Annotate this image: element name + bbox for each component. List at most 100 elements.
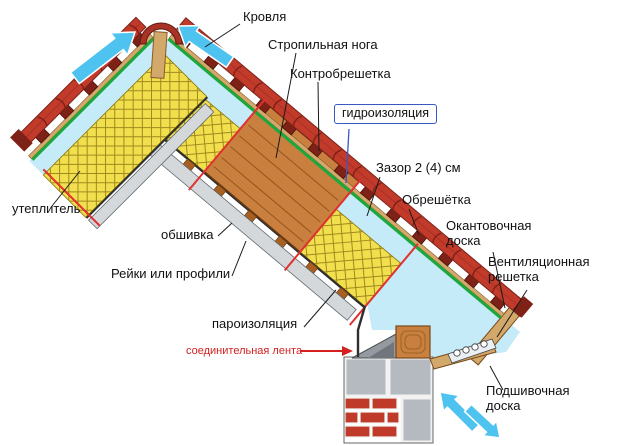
brick: [344, 425, 371, 438]
tile-step: [432, 232, 442, 244]
tile-end-cap: [10, 128, 33, 152]
label-air-gap: Зазор 2 (4) см: [376, 160, 461, 175]
leader-vent-grille: [496, 289, 528, 338]
hatch-line: [118, 99, 204, 101]
tile-step: [252, 82, 263, 93]
section-cut-line: [349, 243, 419, 326]
hatch-line: [63, 154, 148, 156]
tile-step: [312, 132, 322, 144]
brick: [344, 411, 359, 424]
leader-insulation: [51, 170, 81, 207]
hatch-line: [44, 173, 130, 175]
brick: [359, 411, 386, 424]
label-lining: обшивка: [161, 227, 214, 242]
brick: [386, 411, 400, 424]
hatch-line: [353, 294, 375, 298]
hatch-line: [77, 140, 79, 210]
tile-step: [37, 116, 48, 127]
label-counter-batten: Контробрешетка: [290, 66, 391, 81]
airflow-arrow-eave-out: [463, 403, 501, 439]
wood-grain: [248, 124, 339, 201]
section-cut-line: [283, 179, 362, 272]
tape-arrow-head: [342, 346, 353, 356]
concrete-block: [343, 356, 389, 398]
wood-grain: [213, 166, 304, 243]
brick: [371, 397, 398, 410]
insulation-hatch: [44, 57, 204, 216]
ridge-board: [150, 31, 168, 79]
tile-step: [372, 182, 382, 194]
air-gap-band: [29, 37, 168, 175]
leader-rafter: [275, 52, 297, 159]
hatch-line: [323, 264, 400, 273]
label-insulation: утеплитель: [12, 201, 81, 216]
leader-edging-board: [492, 251, 506, 309]
hatch-line: [99, 117, 185, 119]
wood-grain: [404, 334, 422, 350]
section-cut-line: [42, 168, 101, 227]
leader-counter-batten: [317, 81, 320, 152]
airflow-arrow-ridge-left: [69, 31, 137, 85]
screed-triangle-inner: [368, 342, 394, 358]
tile-step: [272, 98, 283, 110]
hatch-line: [293, 239, 373, 248]
hatch-line: [389, 254, 393, 276]
tile-step: [451, 249, 462, 261]
wood-grain: [400, 330, 426, 354]
leader-lining: [217, 222, 233, 237]
lining-band: [88, 102, 215, 230]
tile-step: [55, 97, 66, 108]
label-waterproofing: гидроизоляция: [334, 104, 437, 124]
tile-step: [412, 215, 422, 227]
wall: [343, 325, 434, 444]
hatch-line: [81, 136, 167, 138]
tile-step: [129, 24, 140, 35]
hatch-line: [303, 247, 383, 256]
tile-step: [471, 266, 482, 277]
label-soffit-board: Подшивочная доска: [486, 383, 570, 413]
brick: [371, 425, 398, 438]
tile-step: [292, 115, 302, 127]
label-furring: Рейки или профили: [111, 266, 231, 281]
hatch-line: [72, 145, 158, 147]
hatch-line: [127, 90, 202, 92]
hatch-line: [60, 191, 112, 193]
vent-hole: [453, 349, 461, 357]
hatch-line: [379, 245, 384, 286]
vapor-barrier-line: [85, 96, 209, 219]
hatch-line: [343, 284, 384, 290]
tile-step: [74, 79, 85, 90]
brick: [344, 397, 371, 410]
hatch-line: [53, 163, 139, 165]
tile-step: [332, 149, 342, 160]
leader-vapor-barrier: [303, 289, 337, 328]
tile-step: [392, 199, 402, 210]
leader-waterproofing: [345, 128, 350, 184]
vent-hole: [462, 346, 470, 354]
brick-wall: [344, 397, 400, 438]
leader-lines: [51, 23, 528, 391]
label-connection-tape: соединительная лента: [186, 345, 303, 357]
waterproofing-membrane: [31, 37, 156, 161]
hatch-line: [136, 81, 192, 83]
leader-batten: [408, 208, 420, 236]
label-batten: Обрешётка: [402, 192, 471, 207]
hatch-line: [178, 68, 180, 125]
tile-course-line: [181, 22, 524, 311]
concrete-block: [400, 396, 434, 444]
tile-end-cap: [512, 296, 534, 318]
leader-furring: [231, 240, 247, 277]
section-cut-line: [188, 98, 266, 191]
wood-grain: [239, 135, 330, 212]
hatch-line: [90, 127, 176, 129]
label-vapor-barrier: пароизоляция: [212, 316, 298, 331]
leader-air-gap: [366, 176, 381, 217]
hatch-line: [359, 228, 367, 306]
label-edging-board: Окантовочная доска: [446, 218, 532, 248]
label-rafter: Стропильная нога: [268, 37, 378, 52]
wood-grain: [221, 156, 312, 233]
hatch-line: [333, 274, 392, 281]
leader-roofing: [204, 23, 241, 48]
